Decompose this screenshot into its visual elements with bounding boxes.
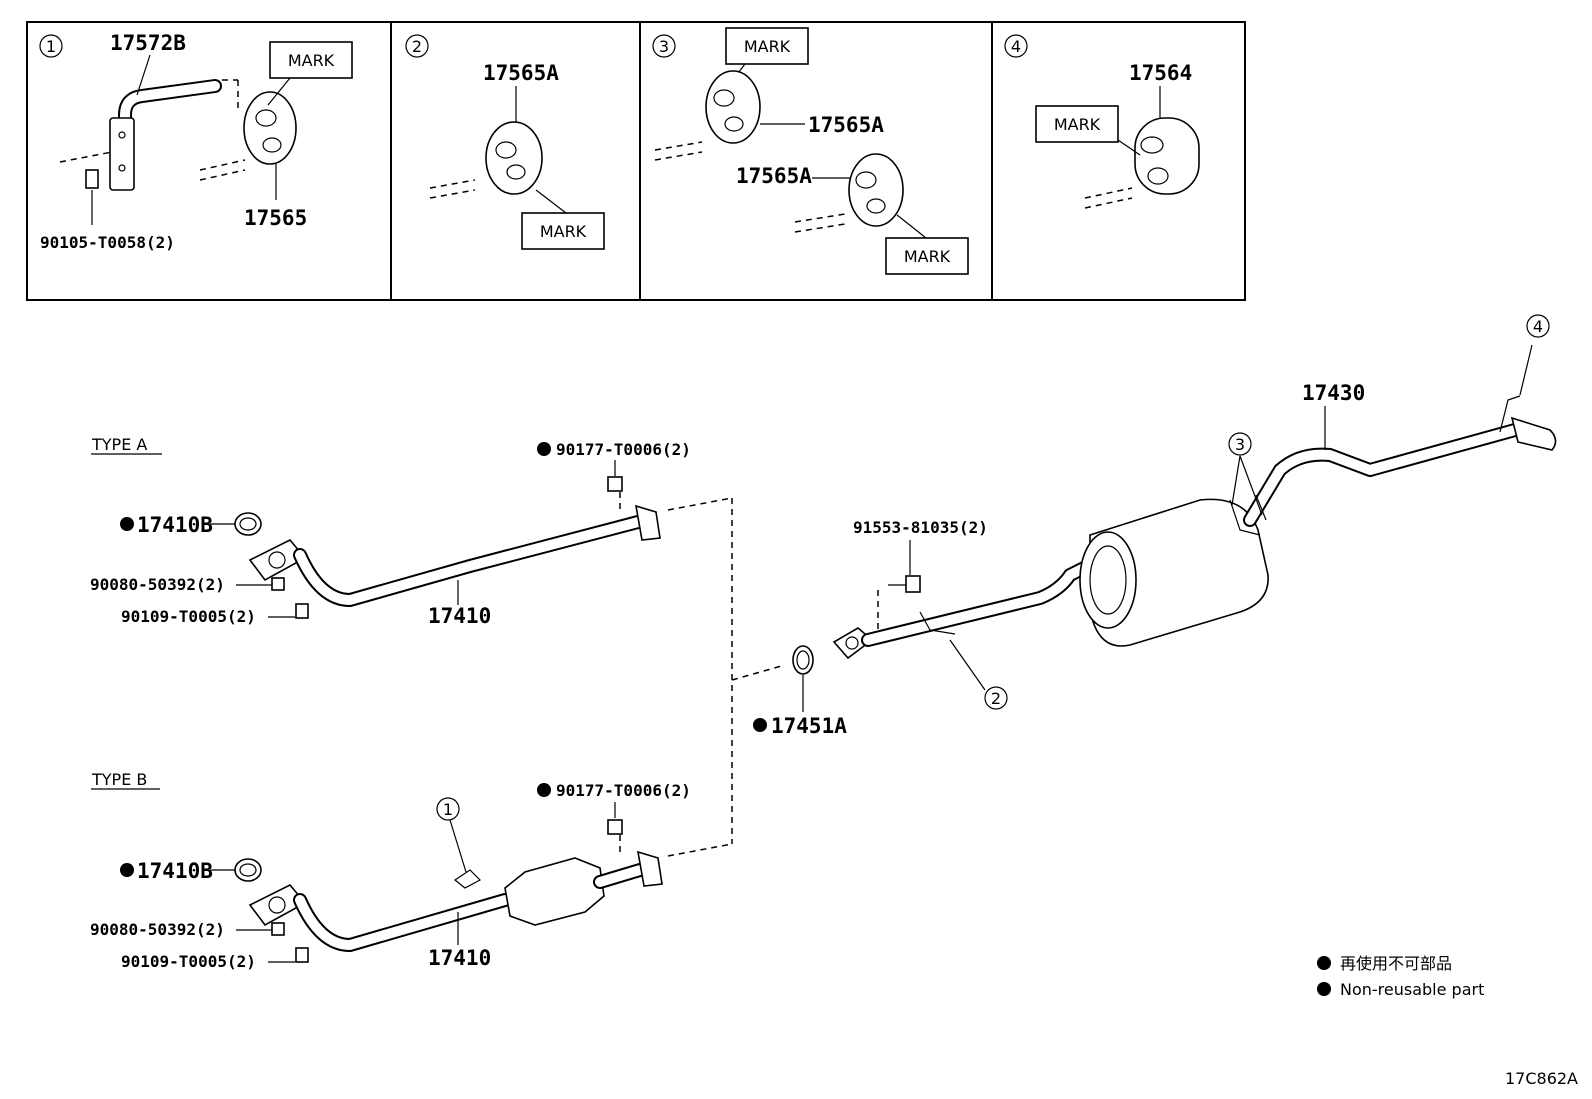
gasket-ring [234, 858, 262, 882]
panel-number-circle [1004, 34, 1028, 58]
mark-callout [885, 237, 969, 275]
non-reusable-dot [120, 517, 134, 531]
gasket-ring [234, 512, 262, 536]
part-number-90109: 90109-T0005(2) [121, 952, 256, 971]
callout-circle [436, 797, 460, 821]
non-reusable-dot [120, 863, 134, 877]
type-a-label: TYPE A [91, 435, 147, 454]
callout-number: 1 [443, 800, 453, 819]
callout-number: 3 [1235, 435, 1245, 454]
hanger-plate [109, 117, 135, 191]
part-number-90080: 90080-50392(2) [90, 575, 225, 594]
part-number-17410: 17410 [428, 604, 491, 628]
non-reusable-dot [537, 442, 551, 456]
part-number-90105: 90105-T0058(2) [40, 233, 175, 252]
part-number-17565A: 17565A [483, 61, 559, 85]
catalytic-converter [504, 857, 605, 926]
mark-callout [521, 212, 605, 250]
part-number-17564: 17564 [1129, 61, 1192, 85]
part-number-90080: 90080-50392(2) [90, 920, 225, 939]
part-number-17410B: 17410B [137, 513, 213, 537]
legend-japanese: 再使用不可部品 [1340, 954, 1452, 973]
panel-number: 4 [1011, 37, 1021, 56]
bolt-icon [295, 947, 309, 963]
rear-muffler-assembly: 91553-81035(2) 2 4 3 [832, 314, 1557, 710]
rubber-mount [1134, 117, 1200, 195]
bolt-icon [905, 575, 921, 593]
rubber-mount [243, 91, 297, 165]
part-number-17565A: 17565A [736, 164, 812, 188]
diagram-code: 17C862A [1505, 1069, 1578, 1088]
callout-circle [984, 686, 1008, 710]
mark-label: MARK [288, 51, 335, 70]
non-reusable-dot [1317, 982, 1331, 996]
part-number-90109: 90109-T0005(2) [121, 607, 256, 626]
part-number-17451A: 17451A [771, 714, 847, 738]
hanger-bracket [919, 611, 956, 635]
hanger-bracket [1499, 395, 1521, 433]
mark-label: MARK [540, 222, 587, 241]
nut-icon [607, 819, 623, 835]
part-number-17410B: 17410B [137, 859, 213, 883]
legend: 再使用不可部品 Non-reusable part [1317, 954, 1484, 999]
callout-circle [1228, 432, 1252, 456]
panel-number: 2 [412, 37, 422, 56]
part-number-90177: 90177-T0006(2) [556, 781, 691, 800]
panel-4: 4 17564 MARK [1004, 34, 1200, 209]
mark-label: MARK [1054, 115, 1101, 134]
part-number-90177: 90177-T0006(2) [556, 440, 691, 459]
part-number-17410: 17410 [428, 946, 491, 970]
panel-number: 1 [46, 37, 56, 56]
panel-2: 2 17565A MARK [405, 34, 605, 250]
non-reusable-dot [753, 718, 767, 732]
panel-number: 3 [659, 37, 669, 56]
rear-flange [636, 850, 663, 887]
gasket-ring [792, 645, 814, 675]
type-b-label: TYPE B [91, 770, 147, 789]
panel-number-circle [652, 34, 676, 58]
muffler-end [1079, 531, 1137, 629]
part-number-17572B: 17572B [110, 31, 186, 55]
legend-english: Non-reusable part [1340, 980, 1484, 999]
part-number-91553: 91553-81035(2) [853, 518, 988, 537]
hanger-bracket [453, 869, 481, 889]
rear-flange [634, 504, 661, 541]
mark-label: MARK [744, 37, 791, 56]
non-reusable-dot [537, 783, 551, 797]
callout-number: 4 [1533, 317, 1543, 336]
mark-callout [725, 27, 809, 65]
non-reusable-dot [1317, 956, 1331, 970]
panel-1: 1 17572B 17565 90105-T0058(2) [39, 31, 353, 252]
mark-callout [1035, 105, 1119, 143]
panel-frame [26, 21, 1246, 301]
callout-circle [1526, 314, 1550, 338]
bolt-icon [295, 603, 309, 619]
panel-3: 3 MARK 17565A 17565A MARK [652, 27, 969, 275]
mark-label: MARK [904, 247, 951, 266]
type-a-assembly: TYPE A 17410B 90080-50392(2) 90109-T0005… [90, 435, 733, 628]
mark-callout [269, 41, 353, 79]
detail-panels: 1 17572B 17565 90105-T0058(2) [26, 21, 1246, 301]
stud-icon [271, 922, 285, 936]
center-gasket: 17451A [753, 645, 847, 738]
part-number-17430: 17430 [1302, 381, 1365, 405]
part-number-17565A: 17565A [808, 113, 884, 137]
tail-tip [1510, 416, 1557, 451]
panel-number-circle [39, 34, 63, 58]
rubber-mount [848, 153, 904, 227]
nut-icon [607, 476, 623, 492]
callout-number: 2 [991, 689, 1001, 708]
type-b-assembly: TYPE B 17410B 90080-50392(2) 90109-T0005… [90, 770, 733, 971]
panel-number-circle [405, 34, 429, 58]
part-number-17565: 17565 [244, 206, 307, 230]
rubber-mount [485, 121, 543, 195]
connection-lines [731, 498, 786, 844]
stud-icon [271, 577, 285, 591]
bolt-icon [85, 169, 99, 189]
muffler-body [1089, 498, 1269, 647]
rubber-mount [705, 70, 761, 144]
